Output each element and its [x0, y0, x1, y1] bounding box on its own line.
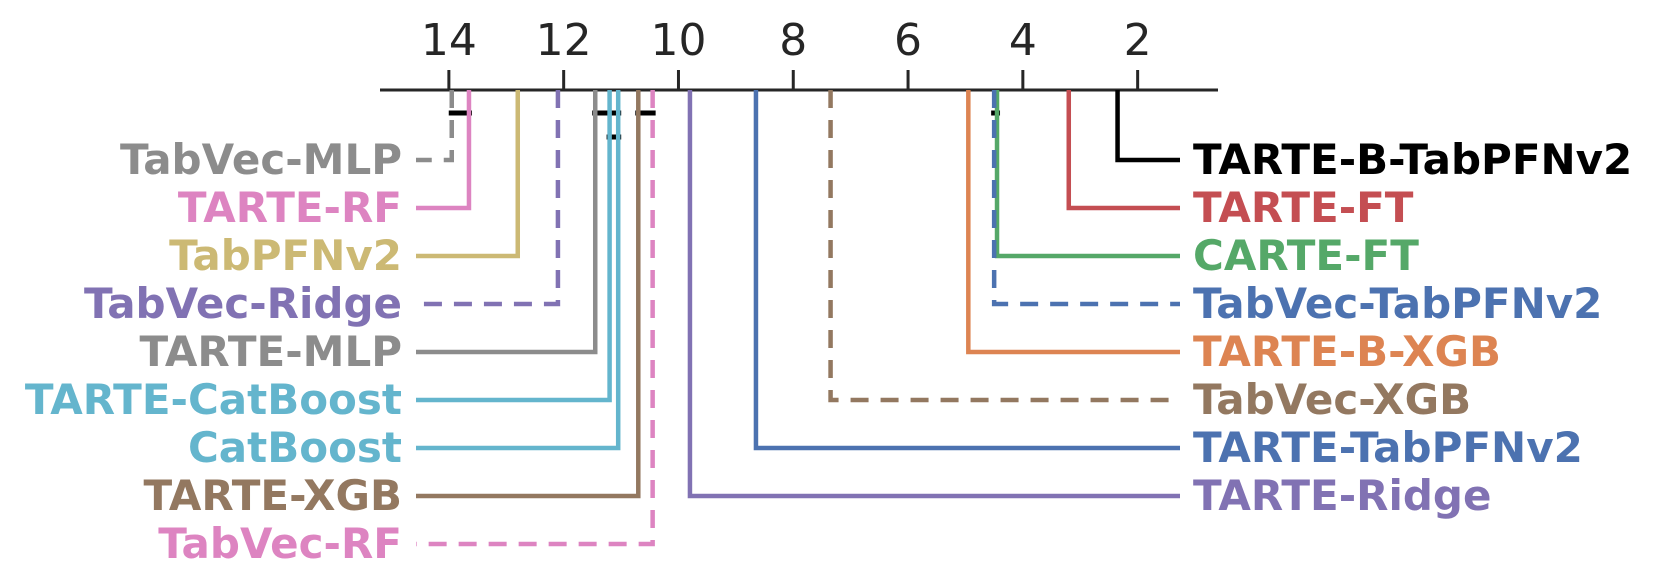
rank-connector-left — [416, 90, 612, 403]
rank-connector-right — [828, 90, 1180, 403]
method-label-left: TARTE-XGB — [143, 471, 402, 520]
rank-connector-left — [416, 90, 621, 451]
rank-connector-left — [416, 90, 454, 163]
method-label-right: CARTE-FT — [1193, 231, 1419, 280]
rank-connector-right — [753, 90, 1180, 451]
right-method-group: TARTE-B-TabPFNv2TARTE-FTCARTE-FTTabVec-T… — [687, 90, 1632, 520]
rank-connector-right — [1115, 90, 1180, 163]
rank-connector-left — [416, 90, 472, 211]
rank-connector-right — [966, 90, 1180, 355]
method-label-right: TabVec-XGB — [1193, 375, 1471, 424]
method-label-right: TARTE-Ridge — [1193, 471, 1491, 520]
tick-label: 10 — [650, 15, 706, 66]
method-label-right: TARTE-FT — [1193, 183, 1414, 232]
method-label-left: TARTE-RF — [178, 183, 402, 232]
tick-label: 12 — [536, 15, 592, 66]
tick-label: 6 — [894, 15, 922, 66]
rank-connector-left — [416, 90, 521, 259]
left-method-group: TabVec-MLPTARTE-RFTabPFNv2TabVec-RidgeTA… — [25, 90, 655, 568]
tick-label: 2 — [1124, 15, 1152, 66]
rank-connector-left — [416, 90, 655, 547]
method-label-right: TARTE-B-XGB — [1193, 327, 1501, 376]
method-label-left: TabPFNv2 — [169, 231, 402, 280]
rank-connector-left — [416, 90, 641, 499]
tick-label: 8 — [779, 15, 807, 66]
method-label-right: TARTE-B-TabPFNv2 — [1193, 135, 1632, 184]
method-label-left: TARTE-CatBoost — [25, 375, 402, 424]
method-label-right: TabVec-TabPFNv2 — [1193, 279, 1602, 328]
method-label-left: TARTE-MLP — [140, 327, 402, 376]
tick-label: 14 — [421, 15, 477, 66]
rank-connector-right — [994, 90, 1180, 259]
rank-connector-left — [416, 90, 561, 307]
rank-connector-right — [1066, 90, 1180, 211]
method-label-left: TabVec-Ridge — [84, 279, 402, 328]
clique-bars — [448, 110, 1001, 140]
rank-connector-left — [416, 90, 598, 355]
tick-label: 4 — [1009, 15, 1037, 66]
method-label-left: CatBoost — [188, 423, 402, 472]
method-label-left: TabVec-RF — [158, 519, 402, 568]
rank-axis: 14 12 10 8 6 4 2 — [380, 15, 1218, 92]
rank-connector-right — [687, 90, 1180, 499]
method-label-right: TARTE-TabPFNv2 — [1193, 423, 1583, 472]
method-label-left: TabVec-MLP — [120, 135, 402, 184]
rank-connector-right — [991, 90, 1180, 307]
